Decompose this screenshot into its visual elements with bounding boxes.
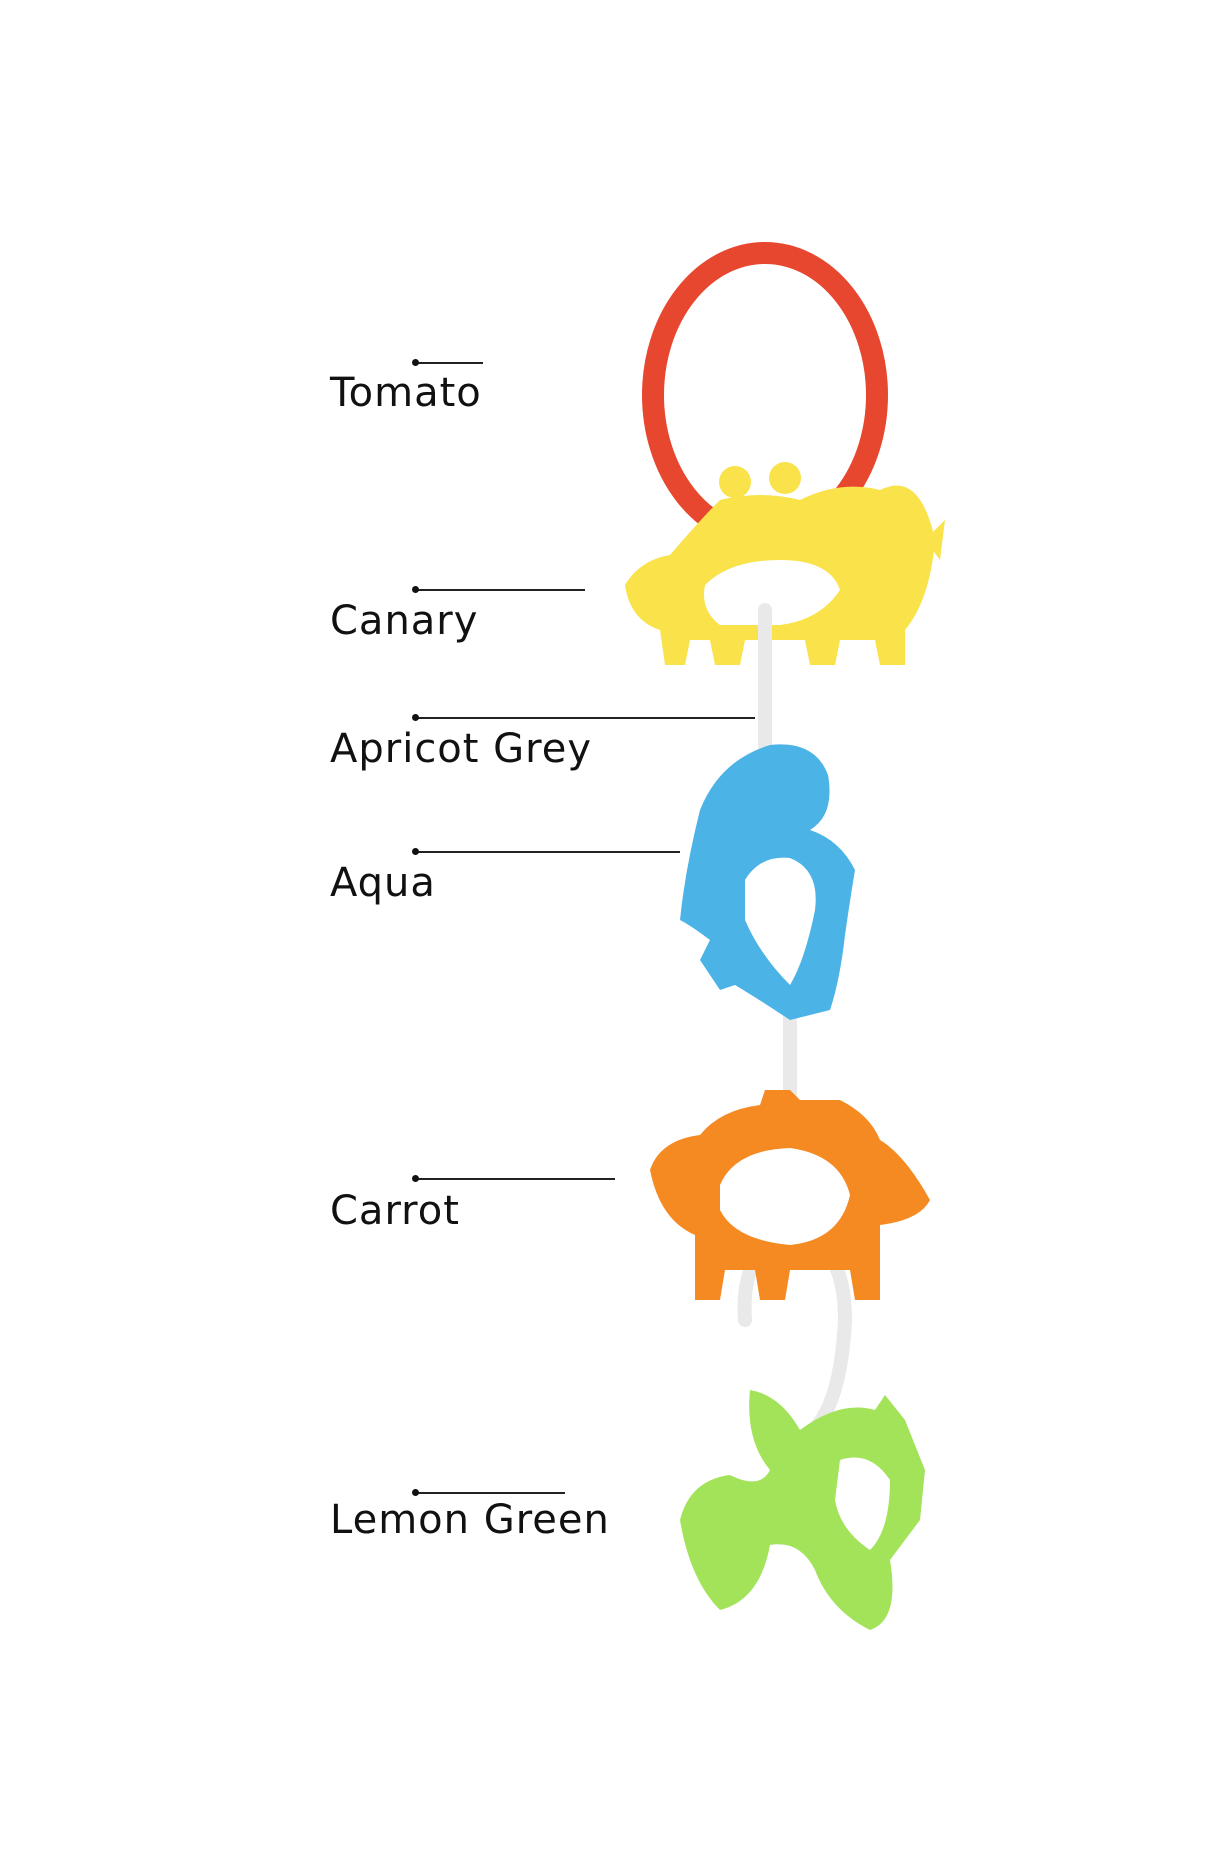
leader-dot (412, 1489, 419, 1496)
leader-dot (412, 586, 419, 593)
label-aqua: Aqua (330, 860, 436, 906)
leader-line-canary (412, 586, 585, 593)
apricot-grey-links (737, 603, 853, 1447)
leader-dot (412, 1175, 419, 1182)
leader-dot (412, 714, 419, 721)
label-lemon-green: Lemon Green (330, 1497, 610, 1543)
leader-line-lemon-green (412, 1489, 565, 1496)
lemon-green-dinosaur (680, 1390, 925, 1630)
leader-line-tomato (412, 359, 483, 366)
leader-line-carrot (412, 1175, 615, 1182)
label-tomato: Tomato (330, 370, 482, 416)
leader-dot (412, 359, 419, 366)
leader-line-apricot-grey (412, 714, 755, 721)
label-carrot: Carrot (330, 1188, 460, 1234)
label-apricot-grey: Apricot Grey (330, 726, 593, 772)
leader-line-aqua (412, 848, 680, 855)
leader-dot (412, 848, 419, 855)
label-canary: Canary (330, 598, 479, 644)
